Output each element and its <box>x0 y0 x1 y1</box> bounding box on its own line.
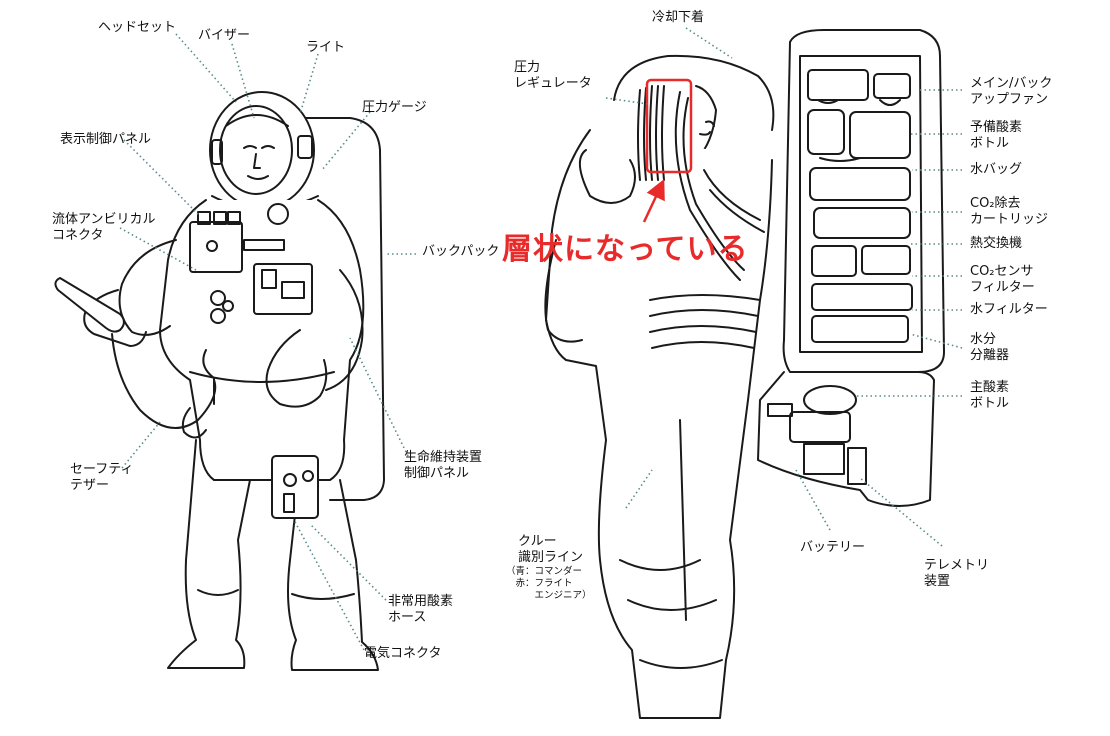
label-telemetry-device: テレメトリ 装置 <box>924 558 990 589</box>
layered-annotation: 層状になっている <box>502 232 749 267</box>
label-water-separator: 水分 分離器 <box>970 332 1010 363</box>
label-visor: バイザー <box>198 28 251 43</box>
label-emergency-oxygen-hose: 非常用酸素 ホース <box>388 594 454 625</box>
label-water-filter: 水フィルター <box>970 302 1048 317</box>
label-crew-id-line: クルー 識別ライン <box>518 534 584 565</box>
label-electrical-connector: 電気コネクタ <box>364 646 442 661</box>
label-safety-tether: セーフティ テザー <box>70 462 134 493</box>
label-main-oxygen-bottle: 主酸素 ボトル <box>970 380 1010 411</box>
label-co2-removal-cartridge: CO₂除去 カートリッジ <box>970 196 1049 227</box>
label-cooling-undergarment: 冷却下着 <box>652 10 705 25</box>
label-fluid-umbilical-connector: 流体アンビリカル コネクタ <box>52 212 156 243</box>
label-pressure-regulator: 圧力 レギュレータ <box>514 60 592 91</box>
label-water-bag: 水バッグ <box>970 162 1023 177</box>
leader-lines <box>119 27 963 651</box>
label-reserve-oxygen-bottle: 予備酸素 ボトル <box>970 120 1023 151</box>
label-pressure-gauge: 圧力ゲージ <box>362 100 427 115</box>
label-main-backup-fan: メイン/バック アップファン <box>970 76 1053 107</box>
label-display-control-panel: 表示制御パネル <box>60 132 152 147</box>
highlight-arrow <box>642 178 665 223</box>
front-view-figure <box>54 91 385 671</box>
label-crew-id-note: （青：コマンダー 赤：フライト エンジニア） <box>506 566 592 601</box>
rear-view-figure <box>544 29 945 719</box>
label-co2-sensor-filter: CO₂センサ フィルター <box>970 264 1035 295</box>
label-light: ライト <box>306 40 346 55</box>
highlight-box <box>645 78 693 174</box>
label-headset: ヘッドセット <box>98 20 177 35</box>
label-battery: バッテリー <box>800 540 866 555</box>
label-heat-exchanger: 熱交換機 <box>970 236 1023 251</box>
label-life-support-control-panel: 生命維持装置 制御パネル <box>404 450 483 481</box>
label-backpack: バックパック <box>422 244 500 259</box>
